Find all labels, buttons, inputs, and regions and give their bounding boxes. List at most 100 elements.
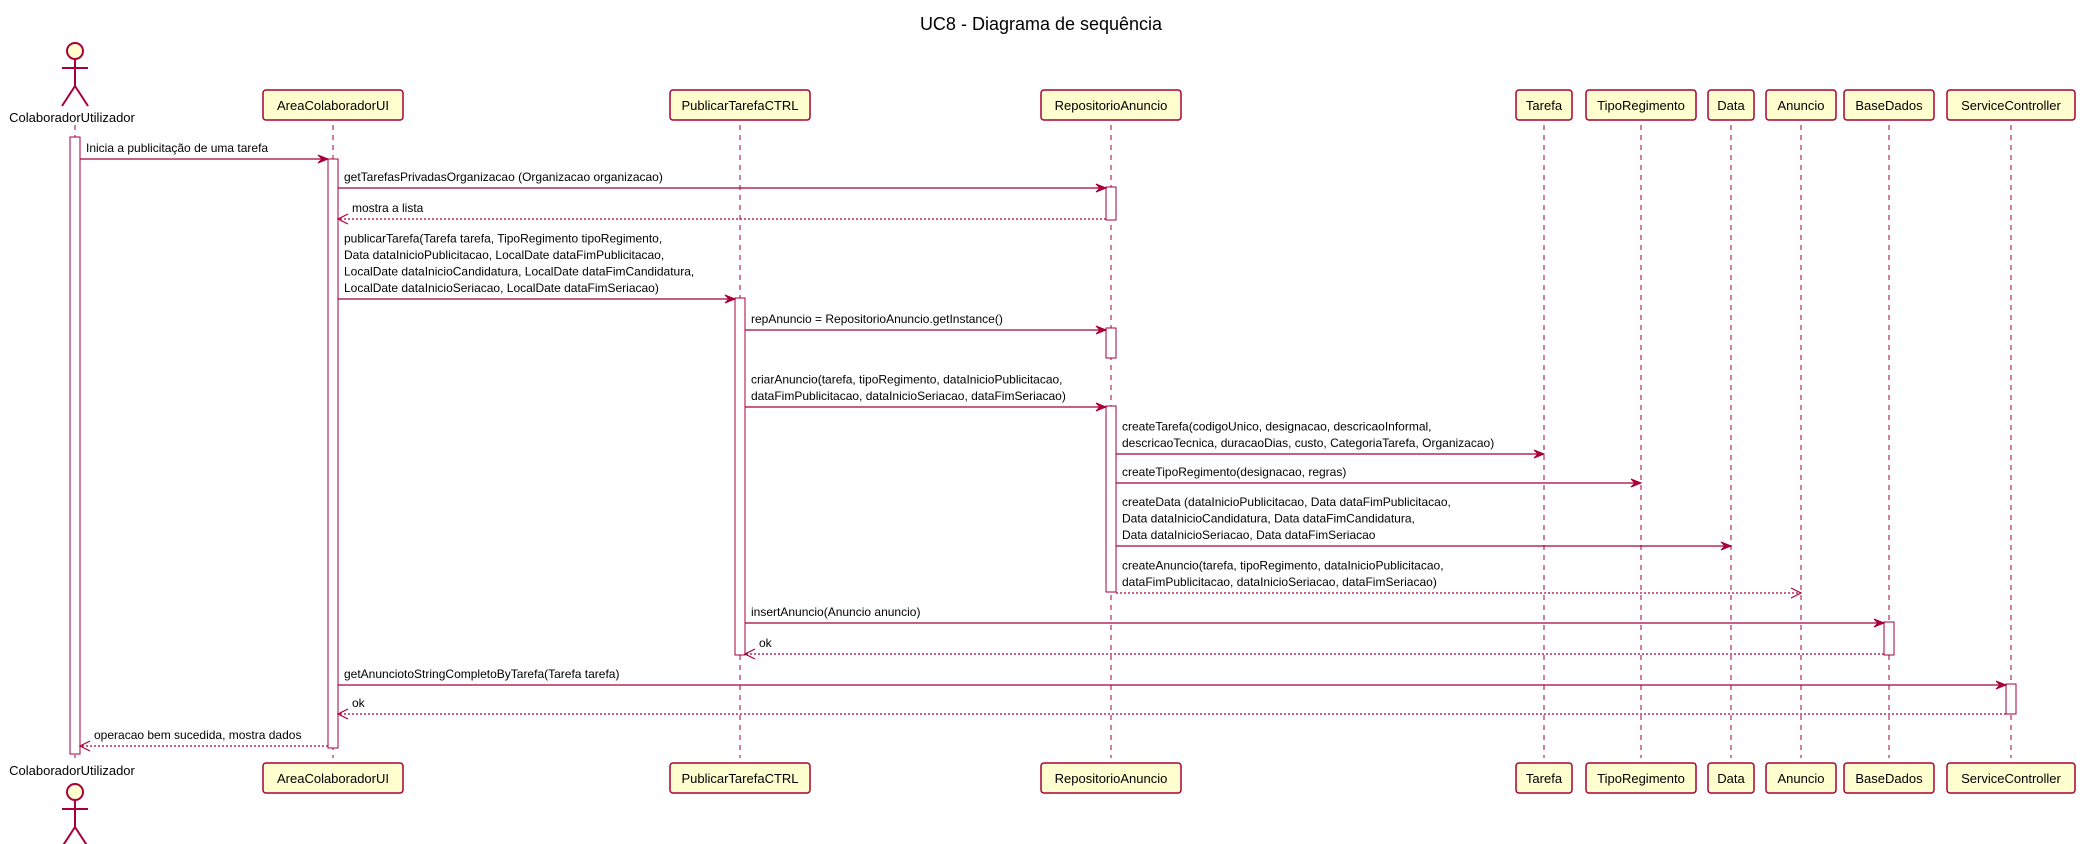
participant-publicar-tarefa-ctrl-top: PublicarTarefaCTRL [669, 89, 811, 121]
message-1-label-line-1: Inicia a publicitação de uma tarefa [86, 141, 268, 155]
activations [69, 136, 2017, 755]
arrowhead-filled [1873, 618, 1886, 628]
message-4-label-line-3: LocalDate dataInicioCandidatura, LocalDa… [344, 265, 694, 279]
message-2-label-line-1: getTarefasPrivadasOrganizacao (Organizac… [344, 170, 663, 184]
arrowhead-filled [1720, 541, 1733, 551]
message-12: ok [743, 636, 1884, 660]
participant-area-colaborador-ui-bottom: AreaColaboradorUI [262, 762, 404, 794]
participant-label-data-top: Data [1717, 98, 1745, 113]
message-4-label-line-2: Data dataInicioPublicitacao, LocalDate d… [344, 248, 664, 262]
participant-label-tarefa-top: Tarefa [1526, 98, 1563, 113]
message-3: mostra a lista [336, 201, 1106, 225]
participant-label-base-dados-bottom: BaseDados [1855, 771, 1923, 786]
participant-label-tipo-regimento-top: TipoRegimento [1597, 98, 1685, 113]
participant-service-controller-bottom: ServiceController [1946, 762, 2076, 794]
arrowhead-filled [1095, 325, 1108, 335]
message-7-label-line-1: createTarefa(codigoUnico, designacao, de… [1122, 420, 1432, 434]
message-9-label-line-2: Data dataInicioCandidatura, Data dataFim… [1122, 512, 1415, 526]
participant-base-dados-top: BaseDados [1843, 89, 1935, 121]
participant-area-colaborador-ui-top: AreaColaboradorUI [262, 89, 404, 121]
activation-bar-publicar-tarefa-ctrl-3 [734, 297, 746, 656]
participant-label-service-controller-bottom: ServiceController [1961, 771, 2061, 786]
participants: ColaboradorUtilizadorColaboradorUtilizad… [9, 42, 2076, 844]
activation-bar-base-dados-6 [1883, 621, 1895, 656]
participant-anuncio-bottom: Anuncio [1765, 762, 1837, 794]
arrowhead-filled [724, 294, 737, 304]
message-15-label-line-1: operacao bem sucedida, mostra dados [94, 728, 301, 742]
participant-publicar-tarefa-ctrl-bottom: PublicarTarefaCTRL [669, 762, 811, 794]
arrowhead-filled [1095, 402, 1108, 412]
message-14-label-line-1: ok [352, 696, 366, 710]
message-10-label-line-1: createAnuncio(tarefa, tipoRegimento, dat… [1122, 559, 1444, 573]
participant-label-repositorio-anuncio-bottom: RepositorioAnuncio [1055, 771, 1168, 786]
message-2: getTarefasPrivadasOrganizacao (Organizac… [338, 170, 1108, 193]
activation-bar-repositorio-anuncio-5 [1105, 405, 1117, 593]
message-9: createData (dataInicioPublicitacao, Data… [1116, 495, 1733, 551]
participant-label-anuncio-top: Anuncio [1778, 98, 1825, 113]
participant-label-service-controller-top: ServiceController [1961, 98, 2061, 113]
arrowhead-filled [1630, 478, 1643, 488]
message-8: createTipoRegimento(designacao, regras) [1116, 465, 1643, 488]
participant-label-publicar-tarefa-ctrl-bottom: PublicarTarefaCTRL [681, 771, 798, 786]
activation-bar-repositorio-anuncio-4 [1105, 327, 1117, 359]
participant-label-tipo-regimento-bottom: TipoRegimento [1597, 771, 1685, 786]
arrowhead-open [336, 708, 349, 720]
arrowhead-open [743, 648, 756, 660]
message-6: criarAnuncio(tarefa, tipoRegimento, data… [745, 373, 1108, 412]
message-14: ok [336, 696, 2006, 720]
participant-repositorio-anuncio-top: RepositorioAnuncio [1040, 89, 1182, 121]
message-5-label-line-1: repAnuncio = RepositorioAnuncio.getInsta… [751, 312, 1003, 326]
message-6-label-line-1: criarAnuncio(tarefa, tipoRegimento, data… [751, 373, 1063, 387]
arrowhead-filled [1095, 183, 1108, 193]
participant-service-controller-top: ServiceController [1946, 89, 2076, 121]
message-11-label-line-1: insertAnuncio(Anuncio anuncio) [751, 605, 920, 619]
message-5: repAnuncio = RepositorioAnuncio.getInsta… [745, 312, 1108, 335]
message-3-label-line-1: mostra a lista [352, 201, 424, 215]
message-8-label-line-1: createTipoRegimento(designacao, regras) [1122, 465, 1346, 479]
message-11: insertAnuncio(Anuncio anuncio) [745, 605, 1886, 628]
message-1: Inicia a publicitação de uma tarefa [80, 141, 330, 164]
participant-label-repositorio-anuncio-top: RepositorioAnuncio [1055, 98, 1168, 113]
message-6-label-line-2: dataFimPublicitacao, dataInicioSeriacao,… [751, 389, 1066, 403]
participant-data-top: Data [1707, 89, 1755, 121]
participant-label-tarefa-bottom: Tarefa [1526, 771, 1563, 786]
participant-label-area-colaborador-ui-top: AreaColaboradorUI [277, 98, 389, 113]
message-9-label-line-1: createData (dataInicioPublicitacao, Data… [1122, 495, 1451, 509]
participant-tipo-regimento-top: TipoRegimento [1585, 89, 1697, 121]
arrowhead-open [336, 213, 349, 225]
message-13: getAnunciotoStringCompletoByTarefa(Taref… [338, 667, 2008, 690]
actor-label-colaborador-utilizador-top: ColaboradorUtilizador [9, 110, 135, 125]
participant-tipo-regimento-bottom: TipoRegimento [1585, 762, 1697, 794]
participant-label-area-colaborador-ui-bottom: AreaColaboradorUI [277, 771, 389, 786]
arrowhead-filled [1533, 449, 1546, 459]
message-4-label-line-1: publicarTarefa(Tarefa tarefa, TipoRegime… [344, 232, 662, 246]
actor-colaborador-utilizador-top: ColaboradorUtilizador [9, 42, 136, 125]
message-7: createTarefa(codigoUnico, designacao, de… [1116, 420, 1546, 459]
participant-repositorio-anuncio-bottom: RepositorioAnuncio [1040, 762, 1182, 794]
participant-label-data-bottom: Data [1717, 771, 1745, 786]
diagram-title: UC8 - Diagrama de sequência [920, 14, 1163, 34]
activation-bar-colaborador-utilizador-0 [69, 136, 81, 755]
participant-tarefa-top: Tarefa [1515, 89, 1573, 121]
messages: Inicia a publicitação de uma tarefa getTa… [78, 141, 2008, 752]
arrowhead-open [1790, 587, 1803, 599]
message-10: createAnuncio(tarefa, tipoRegimento, dat… [1116, 559, 1803, 599]
activation-bar-area-colaborador-ui-1 [327, 158, 339, 749]
actor-label-colaborador-utilizador-bottom: ColaboradorUtilizador [9, 763, 135, 778]
activation-bar-service-controller-7 [2005, 683, 2017, 715]
message-4: publicarTarefa(Tarefa tarefa, TipoRegime… [338, 232, 737, 304]
participant-data-bottom: Data [1707, 762, 1755, 794]
message-4-label-line-4: LocalDate dataInicioSeriacao, LocalDate … [344, 281, 659, 295]
participant-label-anuncio-bottom: Anuncio [1778, 771, 1825, 786]
participant-label-base-dados-top: BaseDados [1855, 98, 1923, 113]
message-12-label-line-1: ok [759, 636, 773, 650]
arrowhead-filled [317, 154, 330, 164]
message-15: operacao bem sucedida, mostra dados [78, 728, 328, 752]
lifelines [74, 125, 2012, 758]
activation-bar-repositorio-anuncio-2 [1105, 186, 1117, 221]
participant-base-dados-bottom: BaseDados [1843, 762, 1935, 794]
message-13-label-line-1: getAnunciotoStringCompletoByTarefa(Taref… [344, 667, 619, 681]
participant-label-publicar-tarefa-ctrl-top: PublicarTarefaCTRL [681, 98, 798, 113]
participant-tarefa-bottom: Tarefa [1515, 762, 1573, 794]
